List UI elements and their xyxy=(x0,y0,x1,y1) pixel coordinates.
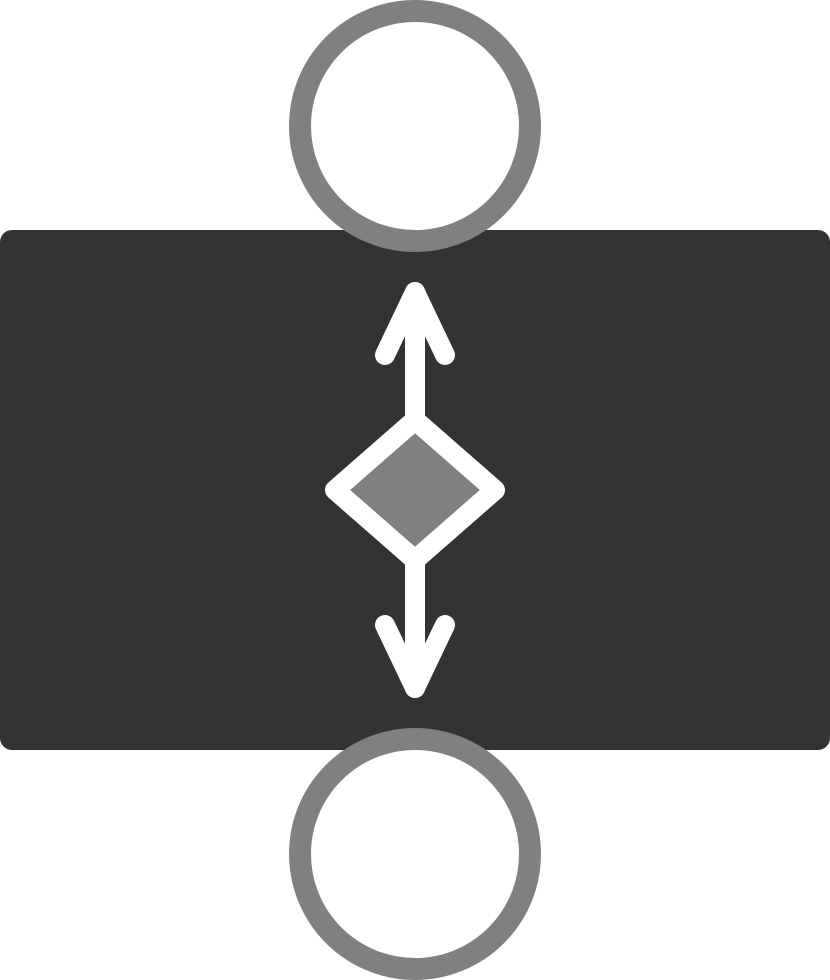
arrow-up-icon xyxy=(375,282,455,430)
arrow-down-icon xyxy=(375,550,455,698)
bottom-node-icon xyxy=(289,728,541,980)
decision-diamond-icon xyxy=(325,410,505,570)
top-node-icon xyxy=(289,0,541,252)
